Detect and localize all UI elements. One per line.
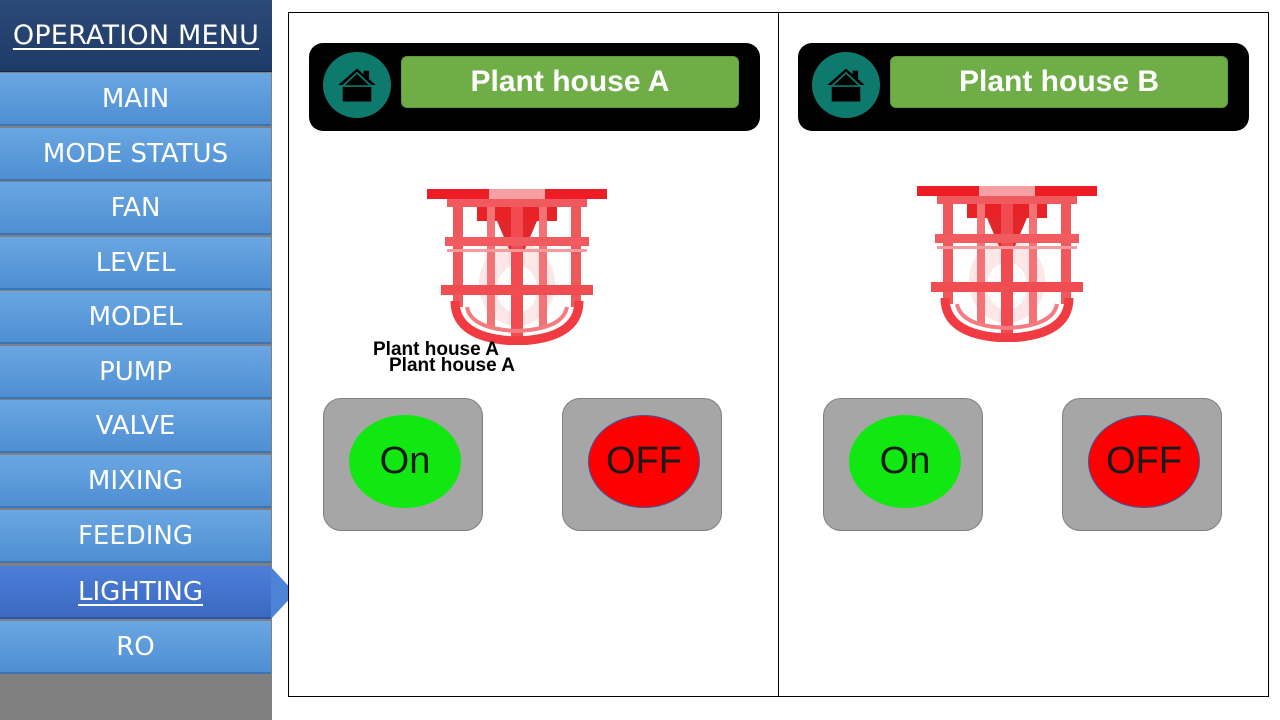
- panel-title-bar: Plant house A: [309, 43, 760, 131]
- home-icon: [824, 63, 868, 107]
- operation-menu-header: OPERATION MENU: [0, 0, 272, 72]
- sidebar-item-mode-status[interactable]: MODE STATUS: [0, 128, 271, 181]
- sidebar-item-fan[interactable]: FAN: [0, 182, 271, 235]
- sidebar-item-lighting[interactable]: LIGHTING: [0, 566, 271, 619]
- sidebar-item-valve[interactable]: VALVE: [0, 400, 271, 453]
- plant-house-a-panel: Plant house A Plant house A Plant house …: [289, 12, 779, 697]
- panel-title: Plant house A: [401, 56, 739, 108]
- on-switch-box: On: [823, 398, 983, 531]
- home-button[interactable]: [323, 52, 391, 118]
- red-lamp-icon: [427, 189, 607, 345]
- sidebar-item-model[interactable]: MODEL: [0, 291, 271, 344]
- sidebar-item-feeding[interactable]: FEEDING: [0, 510, 271, 563]
- off-button[interactable]: OFF: [1088, 415, 1200, 508]
- plant-house-b-panel: Plant house B On OFF: [778, 12, 1268, 697]
- panel-title-bar: Plant house B: [798, 43, 1249, 131]
- panel-title: Plant house B: [890, 56, 1228, 108]
- sidebar-item-main[interactable]: MAIN: [0, 73, 271, 126]
- on-switch-box: On: [323, 398, 483, 531]
- off-switch-box: OFF: [1062, 398, 1222, 531]
- red-lamp-icon: [917, 186, 1097, 342]
- on-button[interactable]: On: [349, 415, 461, 508]
- operation-menu-sidebar: OPERATION MENU MAIN MODE STATUS FAN LEVE…: [0, 0, 295, 720]
- off-button[interactable]: OFF: [588, 415, 700, 508]
- home-button[interactable]: [812, 52, 880, 118]
- lamp-caption: Plant house A: [373, 339, 499, 360]
- lamp-caption-secondary: Plant house A: [389, 355, 515, 376]
- sidebar-item-pump[interactable]: PUMP: [0, 346, 271, 399]
- off-switch-box: OFF: [562, 398, 722, 531]
- sidebar-item-ro[interactable]: RO: [0, 621, 271, 674]
- on-button[interactable]: On: [849, 415, 961, 508]
- sidebar-item-mixing[interactable]: MIXING: [0, 455, 271, 508]
- sidebar-item-level[interactable]: LEVEL: [0, 237, 271, 290]
- home-icon: [335, 63, 379, 107]
